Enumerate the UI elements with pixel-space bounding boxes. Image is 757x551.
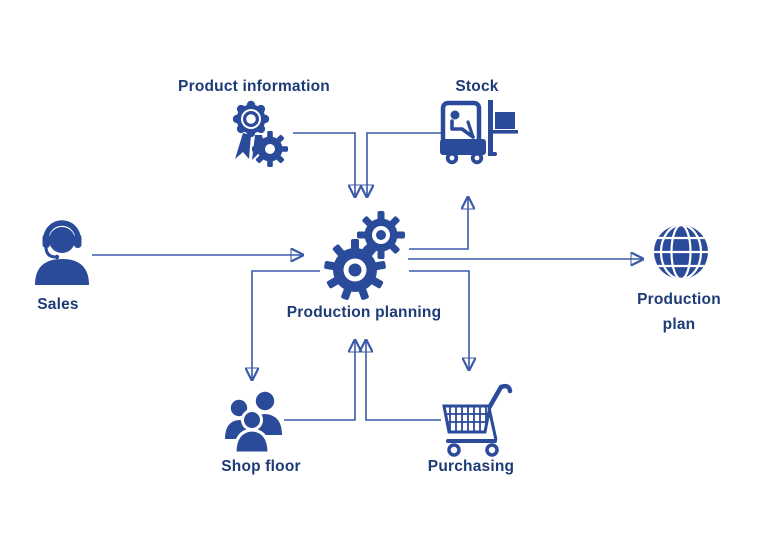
headset-person-icon [35, 220, 89, 285]
forklift-icon [440, 100, 518, 165]
gears-icon [324, 211, 405, 300]
stock-label: Stock [455, 78, 499, 95]
sales-label: Sales [37, 296, 79, 313]
arrow-shopfloor-to-planning [284, 341, 355, 421]
arrow-productinfo-to-planning [293, 132, 355, 196]
team-icon [225, 391, 282, 453]
arrow-purchasing-to-planning [366, 341, 441, 421]
shop-floor-label: Shop floor [221, 458, 301, 475]
arrow-planning-to-purchasing [409, 270, 469, 369]
production-planning-label: Production planning [286, 304, 442, 321]
arrow-planning-to-shopfloor [252, 270, 320, 379]
arrow-stock-to-planning [367, 132, 441, 196]
arrow-planning-to-stock [409, 198, 468, 250]
production-plan-label: Production plan [637, 291, 721, 333]
purchasing-label: Purchasing [427, 458, 515, 475]
globe-icon [654, 225, 708, 279]
award-gear-icon [232, 100, 288, 167]
product-information-label: Product information [178, 78, 330, 95]
shopping-cart-icon [442, 383, 513, 457]
